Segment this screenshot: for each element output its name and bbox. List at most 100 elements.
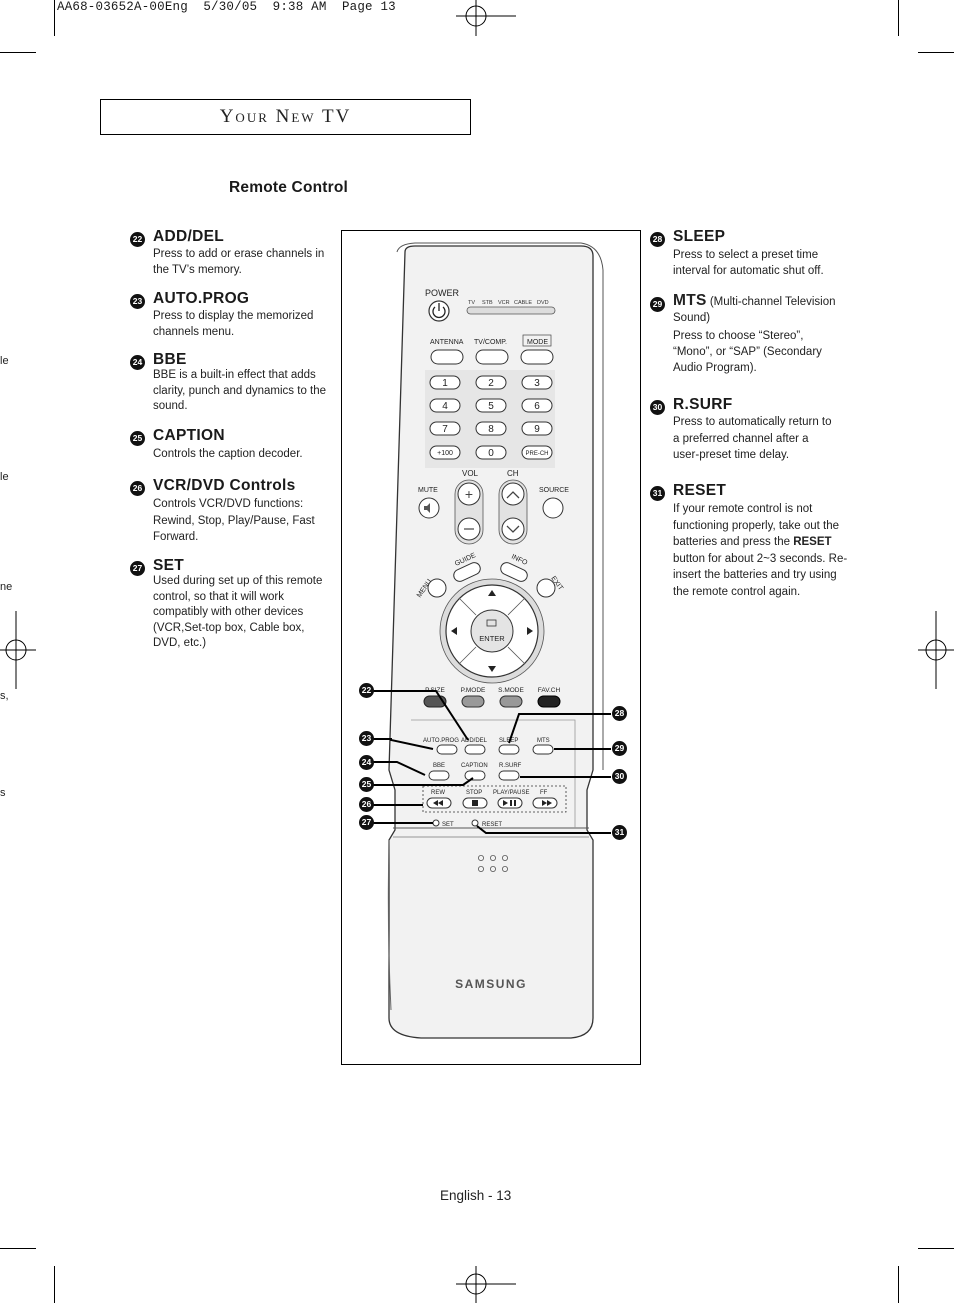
digit-4-label: 4 bbox=[442, 401, 448, 412]
rsurf-button[interactable] bbox=[498, 770, 520, 781]
arrow-left-icon bbox=[451, 627, 457, 635]
vcr-dvd-controls-group bbox=[422, 785, 567, 813]
item-description: BBE is a built-in effect that adds clari… bbox=[153, 369, 327, 412]
callout-29: 29 bbox=[612, 741, 627, 756]
set-label: SET bbox=[442, 822, 454, 828]
item-number: 25 bbox=[130, 431, 145, 446]
mts-button[interactable] bbox=[532, 744, 554, 755]
ch-label: CH bbox=[507, 469, 519, 478]
callout-22: 22 bbox=[359, 683, 374, 698]
item-number: 30 bbox=[650, 400, 665, 415]
brand-logo: SAMSUNG bbox=[455, 977, 527, 991]
callout-28: 28 bbox=[612, 706, 627, 721]
digit-9-label: 9 bbox=[534, 424, 540, 435]
item-description: Press to choose “Stereo”, “Mono”, or “SA… bbox=[673, 330, 822, 374]
digit-5-label: 5 bbox=[488, 401, 494, 412]
source-dvd: DVD bbox=[537, 300, 549, 306]
ch-up-button[interactable] bbox=[501, 482, 525, 506]
sleep-button[interactable] bbox=[498, 744, 520, 755]
item-title: SET bbox=[153, 557, 185, 574]
mode-indicator-bar bbox=[466, 306, 556, 315]
print-header: AA68-03652A-00Eng 5/30/05 9:38 AM Page 1… bbox=[57, 0, 396, 14]
item-number: 29 bbox=[650, 297, 665, 312]
source-label: SOURCE bbox=[539, 487, 569, 494]
item-title: AUTO.PROG bbox=[153, 290, 250, 307]
bbe-button[interactable] bbox=[428, 770, 450, 781]
vol-up-button[interactable] bbox=[457, 482, 481, 506]
pmode-button[interactable] bbox=[461, 695, 485, 708]
enter-label: ENTER bbox=[479, 634, 505, 643]
guide-button[interactable] bbox=[452, 561, 482, 584]
source-button[interactable] bbox=[542, 497, 564, 519]
enter-icon bbox=[486, 619, 497, 627]
digit-3-label: 3 bbox=[534, 378, 540, 389]
adddel-label: ADD/DEL bbox=[461, 738, 488, 744]
mute-icon bbox=[424, 503, 430, 513]
info-button[interactable] bbox=[499, 561, 529, 584]
digit-0-button[interactable] bbox=[475, 445, 507, 460]
plus100-label: +100 bbox=[437, 450, 453, 457]
favch-label: FAV.CH bbox=[538, 687, 561, 694]
digit-7-label: 7 bbox=[442, 424, 448, 435]
mode-button[interactable] bbox=[520, 349, 554, 365]
favch-button[interactable] bbox=[537, 695, 561, 708]
autoprog-button[interactable] bbox=[436, 744, 458, 755]
item-number: 23 bbox=[130, 294, 145, 309]
edge-fragment: s bbox=[0, 787, 6, 799]
remote-illustration-frame bbox=[341, 230, 641, 1065]
mute-label: MUTE bbox=[418, 487, 438, 494]
item-description: If your remote control is not functionin… bbox=[673, 503, 848, 598]
registration-mark-bottom bbox=[456, 1266, 516, 1303]
exit-button[interactable] bbox=[536, 578, 556, 598]
digit-6-label: 6 bbox=[534, 401, 540, 412]
arrow-right-icon bbox=[527, 627, 533, 635]
item-title: ADD/DEL bbox=[153, 228, 224, 245]
digit-9-button[interactable] bbox=[521, 421, 553, 436]
reset-button[interactable] bbox=[471, 819, 479, 827]
callout-23: 23 bbox=[359, 731, 374, 746]
item-title: RESET bbox=[673, 482, 727, 499]
digit-3-button[interactable] bbox=[521, 375, 553, 390]
smode-button[interactable] bbox=[499, 695, 523, 708]
adddel-button[interactable] bbox=[464, 744, 486, 755]
item-heading: MTS (Multi-channel Television Sound) bbox=[673, 293, 854, 326]
digit-6-button[interactable] bbox=[521, 398, 553, 413]
item-description: Controls VCR/DVD functions: Rewind, Stop… bbox=[153, 498, 315, 543]
item-description: Used during set up of this remote contro… bbox=[153, 575, 323, 649]
digit-1-button[interactable] bbox=[429, 375, 461, 390]
edge-fragment: le bbox=[0, 471, 9, 483]
item-number: 27 bbox=[130, 561, 145, 576]
digit-5-button[interactable] bbox=[475, 398, 507, 413]
enter-button[interactable] bbox=[470, 609, 514, 653]
chapter-title-box: Your New TV bbox=[100, 99, 471, 135]
pre-ch-label: PRE-CH bbox=[525, 451, 548, 457]
chevron-down-icon bbox=[506, 525, 520, 533]
menu-button[interactable] bbox=[427, 578, 447, 598]
item-title: VCR/DVD Controls bbox=[153, 477, 296, 494]
ch-down-button[interactable] bbox=[501, 517, 525, 541]
item-number: 31 bbox=[650, 486, 665, 501]
smode-label: S.MODE bbox=[498, 687, 524, 694]
item-title: R.SURF bbox=[673, 396, 733, 413]
item-description: Press to select a preset time interval f… bbox=[673, 249, 824, 277]
item-subtitle: (Multi-channel Television Sound) bbox=[673, 296, 836, 324]
digit-4-button[interactable] bbox=[429, 398, 461, 413]
mts-label: MTS bbox=[537, 738, 550, 744]
set-button[interactable] bbox=[432, 819, 440, 827]
edge-fragment: s, bbox=[0, 690, 9, 702]
digit-8-button[interactable] bbox=[475, 421, 507, 436]
callout-27: 27 bbox=[359, 815, 374, 830]
antenna-button[interactable] bbox=[430, 349, 464, 365]
play-pause-icon bbox=[503, 800, 508, 806]
plus100-button[interactable] bbox=[429, 445, 461, 460]
item-title: CAPTION bbox=[153, 427, 225, 444]
item-description: Press to add or erase channels in the TV… bbox=[153, 248, 325, 276]
digit-7-button[interactable] bbox=[429, 421, 461, 436]
source-cable: CABLE bbox=[514, 300, 532, 306]
section-title: Remote Control bbox=[229, 179, 349, 196]
tvcomp-button[interactable] bbox=[475, 349, 509, 365]
pre-ch-button[interactable] bbox=[521, 445, 553, 460]
caption-button[interactable] bbox=[464, 770, 486, 781]
callout-31: 31 bbox=[612, 825, 627, 840]
digit-2-button[interactable] bbox=[475, 375, 507, 390]
